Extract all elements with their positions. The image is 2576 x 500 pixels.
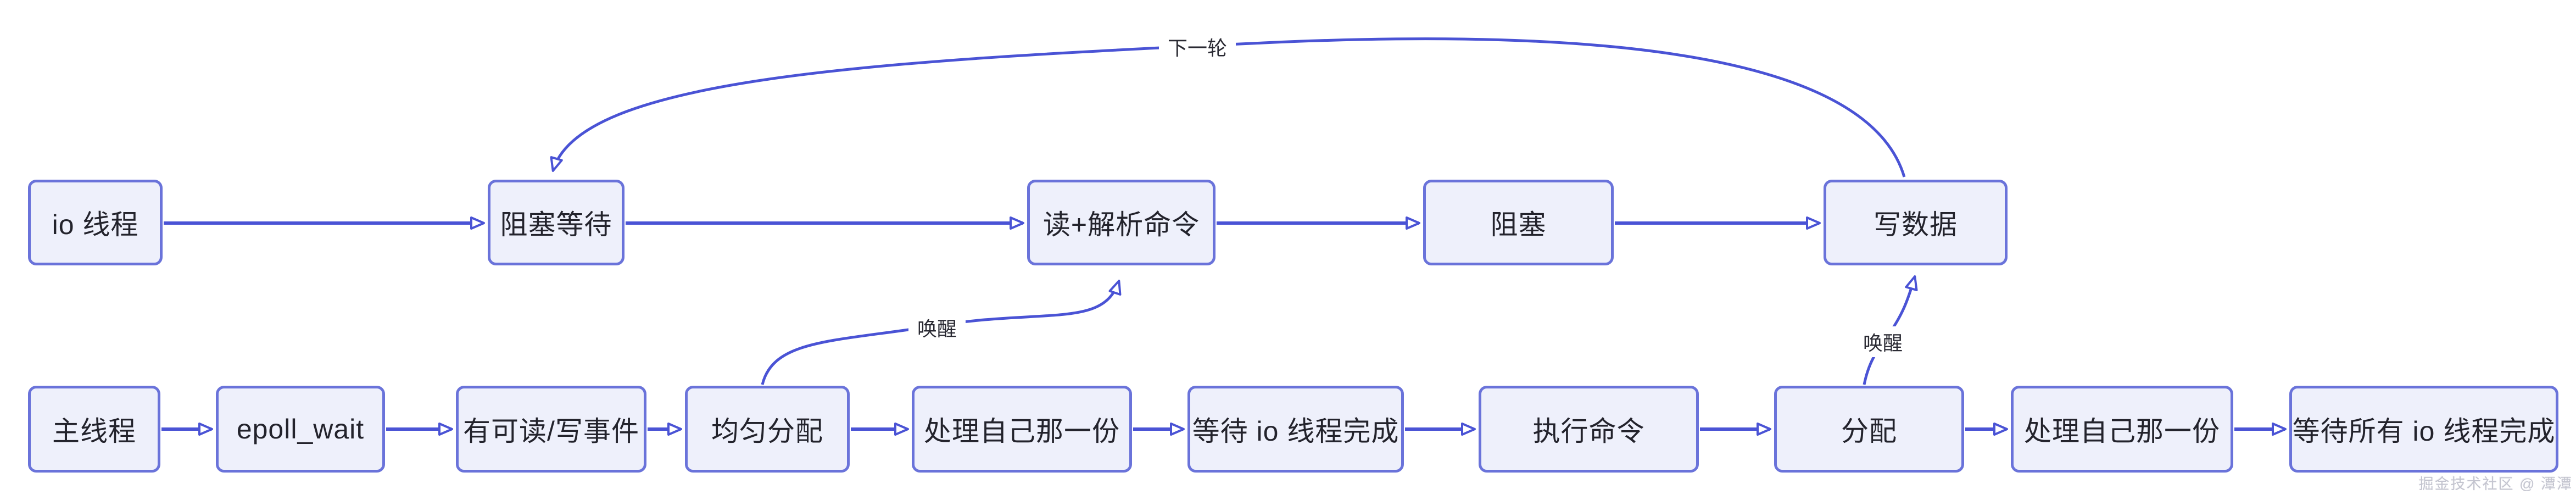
node-handle-own-share-2: 处理自己那一份 — [2011, 386, 2233, 473]
edge-next-round-loop — [550, 37, 1906, 177]
node-read-parse-command: 读+解析命令 — [1027, 180, 1215, 265]
node-execute-command: 执行命令 — [1479, 386, 1699, 473]
node-wait-all-io-threads-finish: 等待所有 io 线程完成 — [2289, 386, 2558, 473]
node-distribute: 分配 — [1774, 386, 1964, 473]
node-io-thread: io 线程 — [28, 180, 163, 265]
watermark-text: 掘金技术社区 @ 潭潭 — [2418, 476, 2573, 492]
node-write-data: 写数据 — [1824, 180, 2008, 265]
node-block-wait: 阻塞等待 — [488, 180, 625, 265]
node-epoll-wait: epoll_wait — [216, 386, 385, 473]
node-block: 阻塞 — [1423, 180, 1614, 265]
node-readable-writable-events: 有可读/写事件 — [456, 386, 646, 473]
node-handle-own-share-1: 处理自己那一份 — [912, 386, 1132, 473]
edge-label-wake-upper: 唤醒 — [908, 312, 966, 343]
node-even-distribute: 均匀分配 — [685, 386, 850, 473]
edge-label-next-round: 下一轮 — [1158, 31, 1236, 62]
node-wait-io-threads-finish: 等待 io 线程完成 — [1187, 386, 1404, 473]
edge-label-wake-lower: 唤醒 — [1854, 326, 1912, 357]
node-main-thread: 主线程 — [28, 386, 160, 473]
